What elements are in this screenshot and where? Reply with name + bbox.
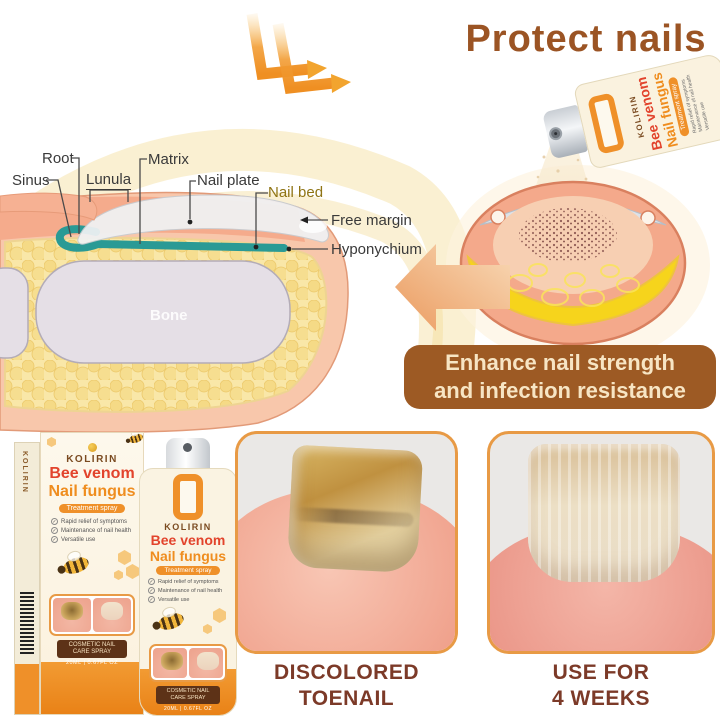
honeycomb-icon xyxy=(203,624,212,634)
bottle-label: KOLIRIN Bee venom Nail fungus Treatment … xyxy=(607,52,720,170)
spray-cap xyxy=(166,438,210,470)
bone-label: Bone xyxy=(150,307,188,324)
caption-before-line1: DISCOLORED xyxy=(273,661,419,684)
flow-arrows-icon xyxy=(246,13,351,95)
label-root: Root xyxy=(42,150,74,167)
side-orange-band xyxy=(15,664,39,714)
honeycomb-icon xyxy=(114,570,123,580)
label-lunula: Lunula xyxy=(86,171,132,190)
photo-healthy-toenail xyxy=(487,431,715,654)
barcode-icon xyxy=(20,592,34,656)
benefit-line2: and infection resistance xyxy=(434,378,686,403)
label-window xyxy=(173,474,203,520)
bullet-3: ✓Versatile use xyxy=(148,596,190,603)
product-size: 20ML | 0.67FL OZ xyxy=(163,706,213,712)
left-arrow-icon xyxy=(395,244,510,331)
product-name-line1: Bee venom xyxy=(49,465,135,482)
check-icon: ✓ xyxy=(148,587,155,594)
product-bottle: KOLIRIN Bee venom Nail fungus Treatment … xyxy=(138,438,238,716)
thumbnail-after xyxy=(189,648,223,678)
product-footer: COSMETIC NAIL CARE SPRAY xyxy=(57,640,127,658)
toe-cross-section xyxy=(446,115,710,365)
spray-nozzle-icon xyxy=(547,125,564,142)
product-name-line2: Nail fungus xyxy=(48,483,136,500)
healthy-nail-art xyxy=(528,444,680,582)
bullet-3: ✓Versatile use xyxy=(51,536,96,543)
check-icon: ✓ xyxy=(148,578,155,585)
product-box-front: KOLIRIN Bee venom Nail fungus Treatment … xyxy=(40,432,144,715)
check-icon: ✓ xyxy=(51,527,58,534)
honeycomb-icon xyxy=(47,437,56,447)
caption-after-line1: USE FOR xyxy=(552,661,650,684)
honeycomb-icon xyxy=(213,608,226,623)
label-free-margin: Free margin xyxy=(331,212,412,229)
caption-before: DISCOLORED TOENAIL xyxy=(239,660,454,712)
healthy-nail-art xyxy=(101,602,123,620)
bee-icon xyxy=(61,554,91,577)
product-bullets: ✓Rapid relief of symptoms ✓Maintenance o… xyxy=(148,578,222,603)
benefit-banner: Enhance nail strength and infection resi… xyxy=(404,345,716,409)
thumbnail-before xyxy=(153,648,187,678)
product-box-side-panel: KOLIRIN xyxy=(14,442,40,715)
label-hyponychium: Hyponychium xyxy=(331,241,422,258)
brand-name: KOLIRIN xyxy=(164,522,212,532)
side-brand-text: KOLIRIN xyxy=(21,451,28,494)
product-subtitle: Treatment spray xyxy=(156,566,220,575)
product-subtitle: Treatment spray xyxy=(58,504,126,513)
spray-bottle-body: KOLIRIN Bee venom Nail fungus Treatment … xyxy=(572,52,720,170)
bee-honeycomb-art xyxy=(140,606,236,644)
front-orange-band xyxy=(41,662,143,714)
check-icon: ✓ xyxy=(51,536,58,543)
bottle-body: KOLIRIN Bee venom Nail fungus Treatment … xyxy=(139,468,237,716)
check-icon: ✓ xyxy=(51,518,58,525)
label-nail-plate: Nail plate xyxy=(197,172,260,189)
discolored-nail-art xyxy=(286,444,424,574)
brand-name: KOLIRIN xyxy=(66,454,118,465)
bee-honeycomb-art xyxy=(41,546,143,592)
before-after-thumbnails xyxy=(149,644,227,682)
thumbnail-after xyxy=(93,598,131,632)
product-box: KOLIRIN KOLIRIN Bee venom Nail fungus Tr… xyxy=(14,432,144,715)
check-icon: ✓ xyxy=(148,596,155,603)
caption-before-line2: TOENAIL xyxy=(298,687,395,710)
label-matrix: Matrix xyxy=(148,151,189,168)
honeycomb-icon xyxy=(126,564,139,579)
before-after-thumbnails xyxy=(49,594,135,636)
page-title: Protect nails xyxy=(465,18,707,60)
infected-nail-art xyxy=(161,652,183,670)
healthy-nail-art xyxy=(197,652,219,670)
bullet-2: ✓Maintenance of nail health xyxy=(51,527,132,534)
bullet-1: ✓Rapid relief of symptoms xyxy=(51,518,128,525)
bullet-2: ✓Maintenance of nail health xyxy=(148,587,223,594)
honeycomb-icon xyxy=(118,550,131,565)
brand-emblem-icon xyxy=(87,443,97,452)
product-size: 20ML | 0.67FL OZ xyxy=(65,660,119,666)
label-nail-bed: Nail bed xyxy=(268,184,324,201)
thumbnail-before xyxy=(53,598,91,632)
label-sinus: Sinus xyxy=(12,172,50,189)
photo-discolored-toenail xyxy=(235,431,458,654)
bullet-1: ✓Rapid relief of symptoms xyxy=(148,578,219,585)
product-footer: COSMETIC NAIL CARE SPRAY xyxy=(156,686,220,704)
caption-after-line2: 4 WEEKS xyxy=(551,687,651,710)
product-name-line2: Nail fungus xyxy=(149,548,227,564)
product-bullets: ✓Rapid relief of symptoms ✓Maintenance o… xyxy=(51,518,131,543)
product-name-line1: Bee venom xyxy=(150,532,226,548)
nail-anatomy-diagram: Bone xyxy=(0,157,349,433)
bee-icon xyxy=(156,610,186,633)
infected-nail-art xyxy=(61,602,83,620)
caption-after: USE FOR 4 WEEKS xyxy=(491,660,711,712)
benefit-line1: Enhance nail strength xyxy=(445,350,675,375)
